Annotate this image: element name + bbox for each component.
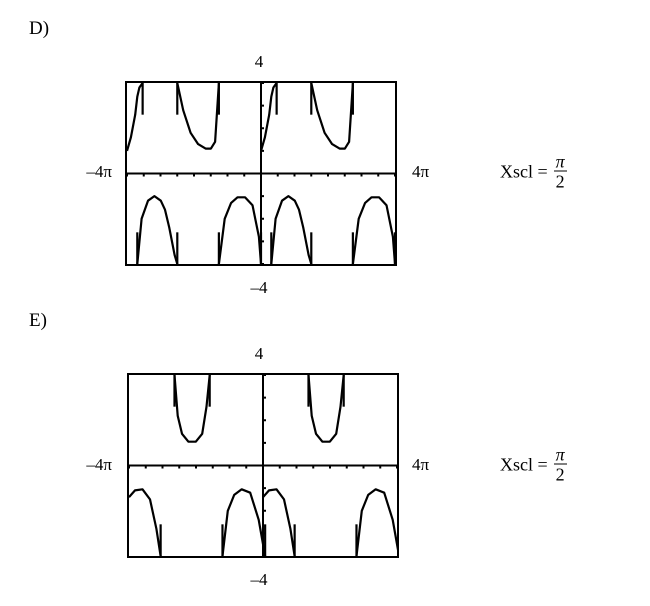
chart-e-branch-1-shifted [262,488,296,556]
chart-d-xscl-denominator: 2 [555,171,565,192]
chart-d-branch-1-shifted [259,83,278,152]
chart-e-branch-1 [129,488,162,556]
chart-e-plot [129,375,397,556]
chart-d-branch-3-shifted [310,83,354,150]
chart-d-ymin-label: –4 [250,278,268,297]
chart-e-branch-3-shifted [355,488,397,556]
chart-d-branch-2-shifted [270,195,313,264]
chart-e-xmax-label: 4π [412,455,430,474]
chart-d-xscl-numerator: π [555,151,565,172]
chart-e-frame [127,373,399,558]
chart-e-branch-2 [173,375,211,443]
chart-e-fraction-bar [553,463,567,465]
option-e-label: E) [29,310,47,331]
chart-d-ymax-label: 4 [254,52,264,71]
chart-e-xscl-numerator: π [555,444,565,465]
chart-d-branch-4 [217,196,263,264]
chart-e-ymin-label: –4 [250,570,268,589]
chart-e-branch-3 [221,488,267,556]
chart-d-xscl-fraction: π 2 [553,151,567,192]
chart-e-xscl-label: Xscl = [500,454,548,475]
chart-e-ymax-label: 4 [254,344,264,363]
chart-d-branch-1 [127,83,144,152]
chart-d-frame [125,81,397,266]
chart-e-xscl-fraction: π 2 [553,444,567,485]
chart-d-branch-3 [176,83,220,150]
chart-d-plot [127,83,395,264]
chart-e-branch-2-shifted [307,375,345,443]
option-d-label: D) [29,18,50,39]
chart-d-xscl-label: Xscl = [500,161,548,182]
chart-e-xscl: Xscl = π 2 [500,446,567,485]
chart-d-xmax-label: 4π [412,162,430,181]
chart-d-branch-4-shifted [351,196,395,264]
chart-e-xmin-label: –4π [86,455,112,474]
chart-d-xmin-label: –4π [86,162,112,181]
chart-e-xscl-denominator: 2 [555,464,565,485]
chart-d-xscl: Xscl = π 2 [500,153,567,192]
chart-d-branch-2 [136,195,179,264]
chart-d-fraction-bar [553,170,567,172]
